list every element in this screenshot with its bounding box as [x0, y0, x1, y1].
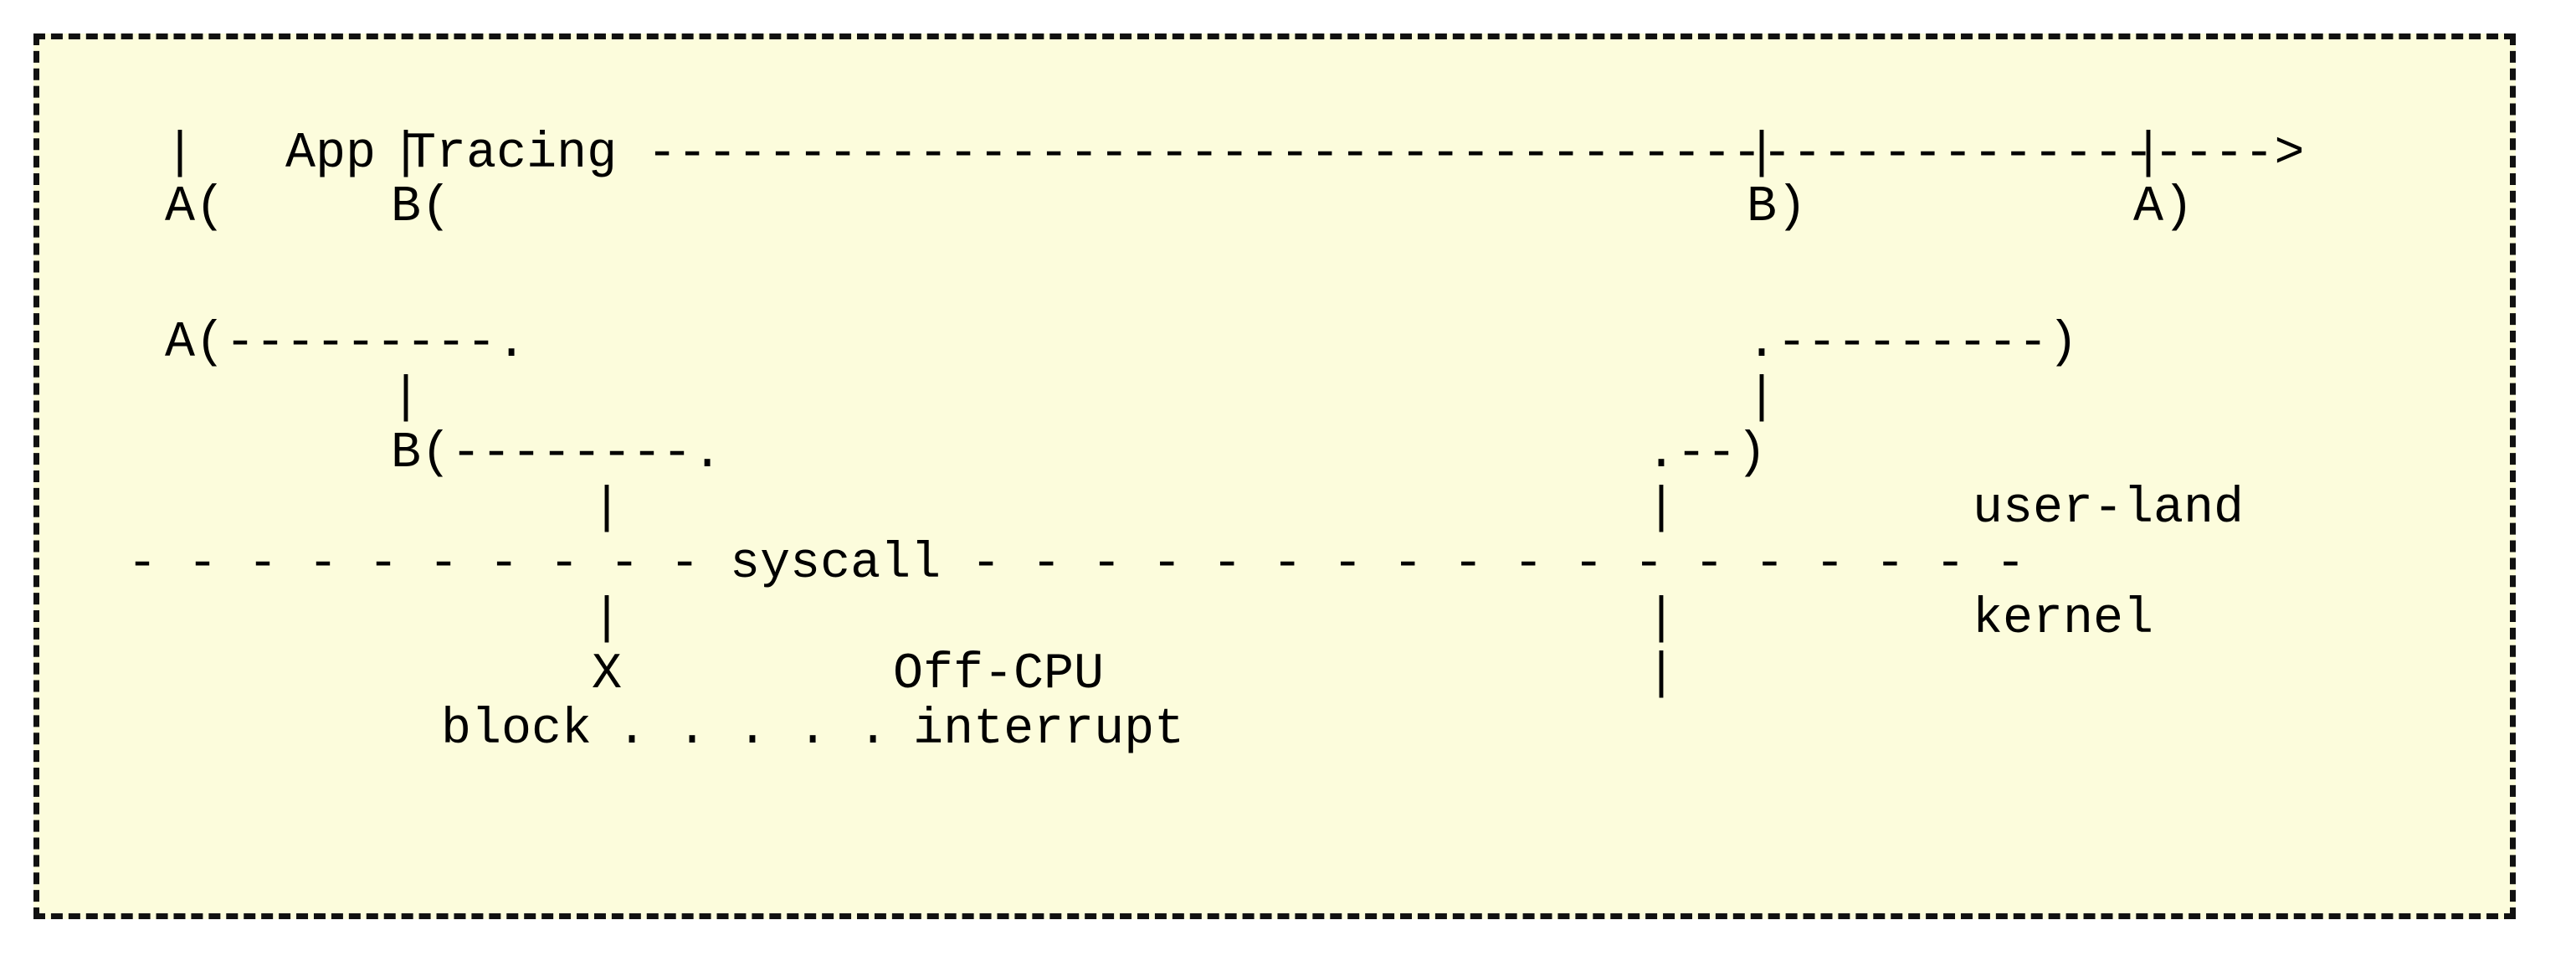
span-a-close-corner: . — [1747, 315, 1778, 372]
event-label-b-enter: B( — [391, 179, 452, 236]
span-a-open: A(---------. — [165, 316, 526, 371]
span-a-close-dashes: --------- — [1777, 315, 2049, 372]
kernel-right-drop: | — [1646, 591, 1677, 648]
span-b-right-drop: | — [1646, 481, 1677, 537]
span-b-open-dashes: -------- — [451, 425, 693, 482]
span-b-open-corner: . — [692, 425, 723, 482]
page-title: App Tracing — [285, 126, 618, 182]
block-label: block — [441, 702, 593, 758]
block-interrupt-row: block . . . . . interrupt — [441, 702, 1184, 758]
span-a-close-paren: ) — [2048, 315, 2079, 372]
tick-marker-b-exit: | — [1747, 126, 1778, 182]
off-cpu-label: Off-CPU — [893, 646, 1105, 703]
syscall-label: syscall — [730, 536, 942, 593]
span-a-right-drop: | — [1747, 370, 1778, 427]
interrupt-label: interrupt — [913, 702, 1185, 758]
kernel-left-drop: | — [592, 591, 623, 648]
span-b-close-dashes: -- — [1676, 425, 1737, 482]
span-a-left-drop: | — [391, 370, 422, 427]
event-label-b-exit: B) — [1747, 179, 1808, 236]
syscall-boundary-left-dashes: - - - - - - - - - - — [127, 536, 731, 593]
block-x-marker: X — [592, 646, 623, 703]
span-a-close: .---------) — [1747, 316, 2078, 371]
span-b-close-corner: . — [1646, 425, 1677, 482]
user-land-label: user-land — [1973, 481, 2245, 537]
timeline-row: App Tracing -----------------------------… — [165, 71, 2304, 237]
span-b-open-label: B( — [391, 425, 452, 482]
span-b-close: .--) — [1646, 426, 1767, 481]
diagram-frame: App Tracing-----------------------------… — [33, 33, 2516, 919]
tick-marker-a-exit: | — [2133, 126, 2164, 182]
span-a-open-label: A( — [165, 315, 226, 372]
off-cpu-dots: . . . . . — [617, 702, 889, 758]
span-b-left-drop: | — [592, 481, 623, 537]
event-label-a-enter: A( — [165, 179, 226, 236]
span-a-open-corner: . — [496, 315, 527, 372]
span-a-open-dashes: --------- — [225, 315, 497, 372]
syscall-boundary-row: - - - - - - - - - - syscall - - - - - - … — [127, 537, 2025, 592]
timeline-arrow-shaft: ----------------------------------------… — [647, 126, 2275, 182]
tick-marker-b-enter: | — [391, 126, 422, 182]
span-b-open: B(--------. — [391, 426, 722, 481]
interrupt-drop: | — [1646, 646, 1677, 703]
timeline-arrow-head: > — [2274, 126, 2305, 182]
syscall-boundary-right-dashes: - - - - - - - - - - - - - - - - - - — [941, 536, 2026, 593]
span-b-close-paren: ) — [1737, 425, 1768, 482]
event-label-a-exit: A) — [2133, 179, 2194, 236]
kernel-label: kernel — [1973, 591, 2154, 648]
tick-marker-a-enter: | — [165, 126, 196, 182]
